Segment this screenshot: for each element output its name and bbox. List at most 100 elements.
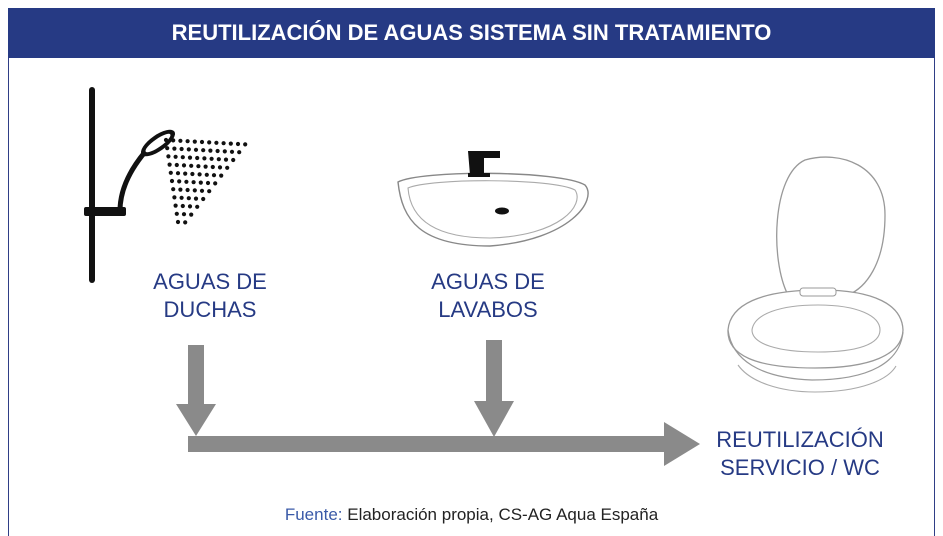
- shower-droplet: [219, 173, 224, 178]
- shower-droplet: [196, 164, 201, 169]
- shower-droplet: [195, 155, 200, 161]
- shower-droplet: [167, 162, 172, 167]
- shower-droplet: [187, 155, 193, 160]
- source-key: Fuente:: [284, 505, 343, 524]
- shower-droplet: [189, 163, 194, 168]
- shower-droplet: [178, 138, 183, 143]
- shower-droplet: [197, 172, 202, 177]
- shower-droplet: [174, 211, 179, 216]
- shower-droplet: [189, 212, 194, 217]
- shower-droplet: [178, 187, 183, 192]
- shower-droplet: [217, 165, 223, 170]
- shower-droplet: [183, 171, 188, 176]
- diagram-title: REUTILIZACIÓN DE AGUAS SISTEMA SIN TRATA…: [8, 8, 935, 58]
- shower-droplet: [186, 147, 191, 152]
- frame-left-border: [8, 58, 9, 536]
- shower-droplet: [181, 212, 187, 217]
- shower-droplet: [209, 156, 214, 161]
- shower-droplet: [185, 139, 190, 144]
- shower-droplet: [208, 148, 213, 153]
- shower-droplet: [180, 203, 185, 209]
- shower-droplet: [171, 138, 176, 143]
- label-sink-water: AGUAS DE LAVABOS: [388, 268, 588, 324]
- shower-droplet: [169, 178, 175, 184]
- shower-droplet: [186, 196, 191, 201]
- shower-droplet: [168, 170, 173, 175]
- shower-droplet: [216, 157, 221, 162]
- label-shower-line1: AGUAS DE: [153, 269, 267, 294]
- toilet-icon: [727, 156, 904, 393]
- shower-droplet: [214, 140, 219, 145]
- label-wc-reuse: REUTILIZACIÓN SERVICIO / WC: [690, 426, 910, 482]
- source-caption: Fuente: Elaboración propia, CS-AG Aqua E…: [0, 505, 943, 525]
- label-shower-line2: DUCHAS: [163, 297, 257, 322]
- main-flow-arrow-shaft: [188, 436, 666, 452]
- shower-droplet: [225, 165, 230, 170]
- shower-droplet: [172, 146, 177, 151]
- shower-droplet: [205, 180, 211, 186]
- sink-icon: [397, 151, 589, 247]
- shower-droplet: [207, 189, 212, 194]
- shower-droplet: [183, 220, 188, 225]
- label-wc-line2: SERVICIO / WC: [720, 455, 880, 480]
- label-sink-line2: LAVABOS: [438, 297, 538, 322]
- shower-droplet: [191, 180, 196, 185]
- shower-down-arrow-shaft: [188, 345, 204, 405]
- shower-droplet: [185, 187, 190, 193]
- shower-droplet: [235, 141, 241, 147]
- shower-droplet: [199, 139, 205, 145]
- shower-droplet: [179, 146, 184, 152]
- shower-droplet: [163, 137, 169, 143]
- sink-down-arrow-shaft: [486, 340, 502, 402]
- label-wc-line1: REUTILIZACIÓN: [716, 427, 884, 452]
- frame-right-border: [934, 58, 935, 536]
- shower-droplet: [204, 172, 209, 177]
- shower-droplet: [215, 148, 220, 154]
- shower-droplet: [181, 163, 187, 168]
- shower-droplet: [175, 219, 181, 225]
- shower-droplet: [165, 146, 170, 151]
- shower-droplet: [172, 195, 177, 200]
- shower-droplet: [201, 196, 206, 202]
- shower-droplet: [229, 149, 235, 154]
- flow-arrows: [176, 340, 700, 466]
- label-sink-line1: AGUAS DE: [431, 269, 545, 294]
- shower-droplet: [171, 187, 176, 192]
- shower-down-arrow-head: [176, 404, 216, 436]
- shower-droplet: [199, 188, 205, 193]
- shower-droplet: [190, 171, 195, 177]
- sink-down-arrow-head: [474, 401, 514, 437]
- shower-droplet: [174, 162, 179, 168]
- shower-droplet: [201, 148, 206, 153]
- shower-droplet: [237, 150, 242, 155]
- shower-droplet: [231, 157, 236, 163]
- shower-droplet: [192, 188, 197, 193]
- shower-droplet: [173, 154, 178, 159]
- shower-droplet: [179, 195, 184, 200]
- shower-droplet: [223, 157, 229, 162]
- main-flow-arrow-head: [664, 422, 700, 466]
- shower-droplet: [203, 164, 208, 169]
- shower-droplet: [222, 149, 227, 154]
- shower-droplet: [180, 155, 185, 160]
- shower-droplet: [207, 140, 212, 145]
- shower-droplet: [175, 171, 181, 176]
- shower-droplet: [177, 179, 182, 184]
- shower-droplet: [193, 147, 199, 152]
- shower-droplet: [198, 180, 203, 185]
- shower-droplet: [221, 141, 226, 146]
- shower-droplet: [211, 173, 217, 178]
- shower-droplet: [193, 196, 199, 201]
- shower-droplet: [210, 164, 215, 170]
- shower-droplet: [195, 204, 200, 209]
- shower-droplet: [187, 204, 193, 209]
- shower-icon: [84, 87, 248, 283]
- shower-droplet: [228, 141, 233, 146]
- shower-droplet: [192, 139, 197, 144]
- shower-droplet: [202, 156, 207, 161]
- shower-droplet: [166, 154, 171, 159]
- shower-droplet: [184, 179, 189, 184]
- shower-droplet: [243, 142, 248, 147]
